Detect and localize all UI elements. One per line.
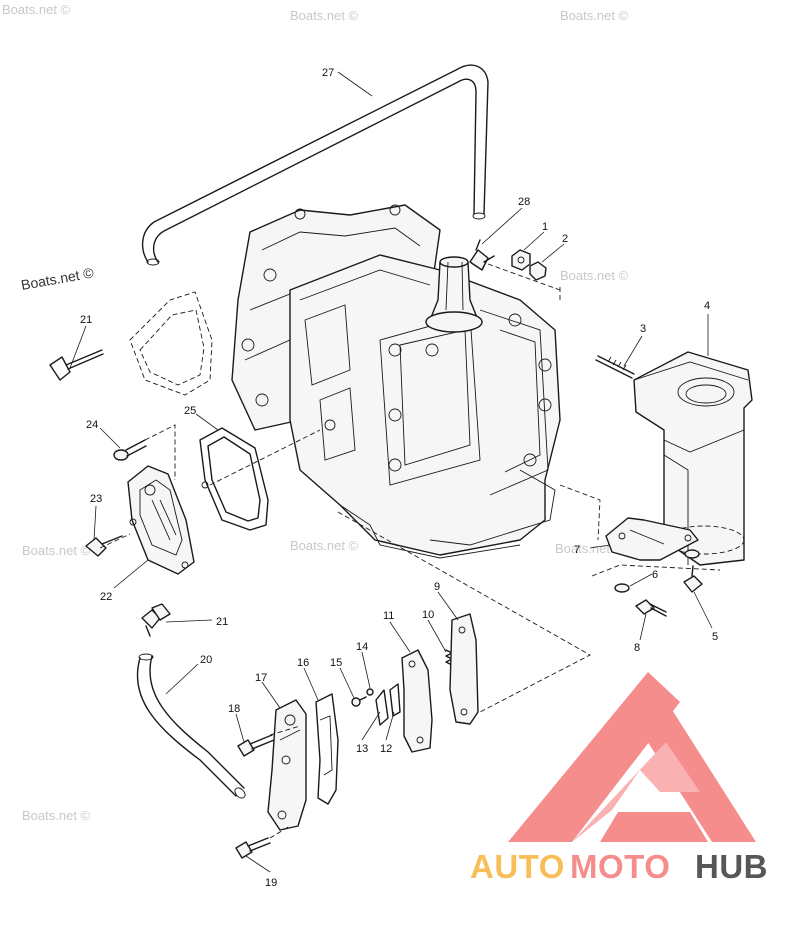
- part-powerhead-block: [231, 204, 561, 559]
- watermark: Boats.net ©: [560, 8, 629, 23]
- callout-label: 17: [255, 672, 267, 684]
- callout-label: 11: [383, 610, 394, 622]
- part-bolt-8: [635, 599, 667, 617]
- callout-label: 15: [330, 657, 342, 669]
- callout-label: 4: [704, 300, 710, 312]
- part-nut-2: [529, 261, 547, 281]
- part-hose-27: [141, 64, 489, 266]
- part-adapter-4: [633, 351, 753, 566]
- logo-triangle-mark: [508, 672, 756, 842]
- callout-label: 1: [542, 221, 548, 233]
- watermark: Boats.net ©: [22, 543, 91, 558]
- callout-label: 10: [422, 609, 434, 621]
- watermark: Boats.net ©: [22, 808, 91, 823]
- callout-label: 25: [184, 405, 196, 417]
- part-reed-block-17: [267, 699, 307, 831]
- part-screw-15: [351, 696, 367, 707]
- callout-label: 6: [652, 569, 658, 581]
- part-screw-24: [113, 439, 147, 461]
- callout-label: 23: [90, 493, 102, 505]
- callout-label: 9: [434, 581, 440, 593]
- callout-label: 2: [562, 233, 568, 245]
- callout-label: 7: [574, 544, 580, 556]
- callout-label: 13: [356, 743, 368, 755]
- watermark: Boats.net ©: [2, 2, 71, 17]
- part-stud-3: [595, 355, 635, 379]
- part-reed-13: [375, 689, 389, 726]
- part-cover-22: [127, 465, 195, 575]
- automotohub-logo: AUTO MOTO HUB: [470, 672, 768, 885]
- part-bolt-5: [683, 565, 703, 593]
- callout-label: 16: [297, 657, 309, 669]
- callout-label: 20: [200, 654, 212, 666]
- watermark: Boats.net ©: [560, 268, 629, 283]
- part-reed-plate-16: [315, 693, 339, 805]
- logo-text-moto: MOTO: [570, 848, 670, 885]
- watermark: Boats.net ©: [290, 8, 359, 23]
- callout-label: 27: [322, 67, 334, 79]
- callout-labels: 27 28 1 2 3 4 21 24 25 23 22 7 6 5 8 21 …: [80, 67, 718, 889]
- logo-text-hub: HUB: [695, 848, 768, 885]
- part-plate-9: [449, 613, 479, 725]
- callout-label: 14: [356, 641, 368, 653]
- part-hose-20: [136, 653, 246, 799]
- part-bracket-7: [605, 517, 699, 561]
- part-nut-1: [511, 249, 531, 271]
- assembly-lines: [99, 263, 721, 839]
- part-fitting-23: [85, 535, 123, 557]
- part-plate-11: [401, 649, 433, 753]
- callout-label: 28: [518, 196, 530, 208]
- part-gasket-25: [199, 427, 269, 531]
- callout-label: 18: [228, 703, 240, 715]
- callout-label: 24: [86, 419, 98, 431]
- watermark: Boats.net ©: [555, 541, 624, 556]
- watermark: Boats.net ©: [20, 264, 96, 293]
- part-screw-18: [237, 734, 275, 757]
- part-fitting-21-lower: [141, 603, 171, 637]
- callout-label: 21: [80, 314, 92, 326]
- part-gasket-ghost: [129, 291, 213, 396]
- part-washer-6: [614, 549, 700, 593]
- callout-label: 22: [100, 591, 112, 603]
- callout-label: 5: [712, 631, 718, 643]
- part-fitting-21-top: [49, 349, 104, 381]
- callout-label: 8: [634, 642, 640, 654]
- callout-label: 12: [380, 743, 392, 755]
- part-screw-19: [235, 837, 271, 859]
- part-fitting-28: [469, 239, 495, 271]
- part-washer-14: [366, 688, 374, 696]
- callout-label: 19: [265, 877, 277, 889]
- logo-text-auto: AUTO: [470, 848, 565, 885]
- watermark: Boats.net ©: [290, 538, 359, 553]
- part-stop-12: [389, 683, 401, 717]
- leader-lines: [69, 71, 713, 873]
- callout-label: 21: [216, 616, 228, 628]
- callout-label: 3: [640, 323, 646, 335]
